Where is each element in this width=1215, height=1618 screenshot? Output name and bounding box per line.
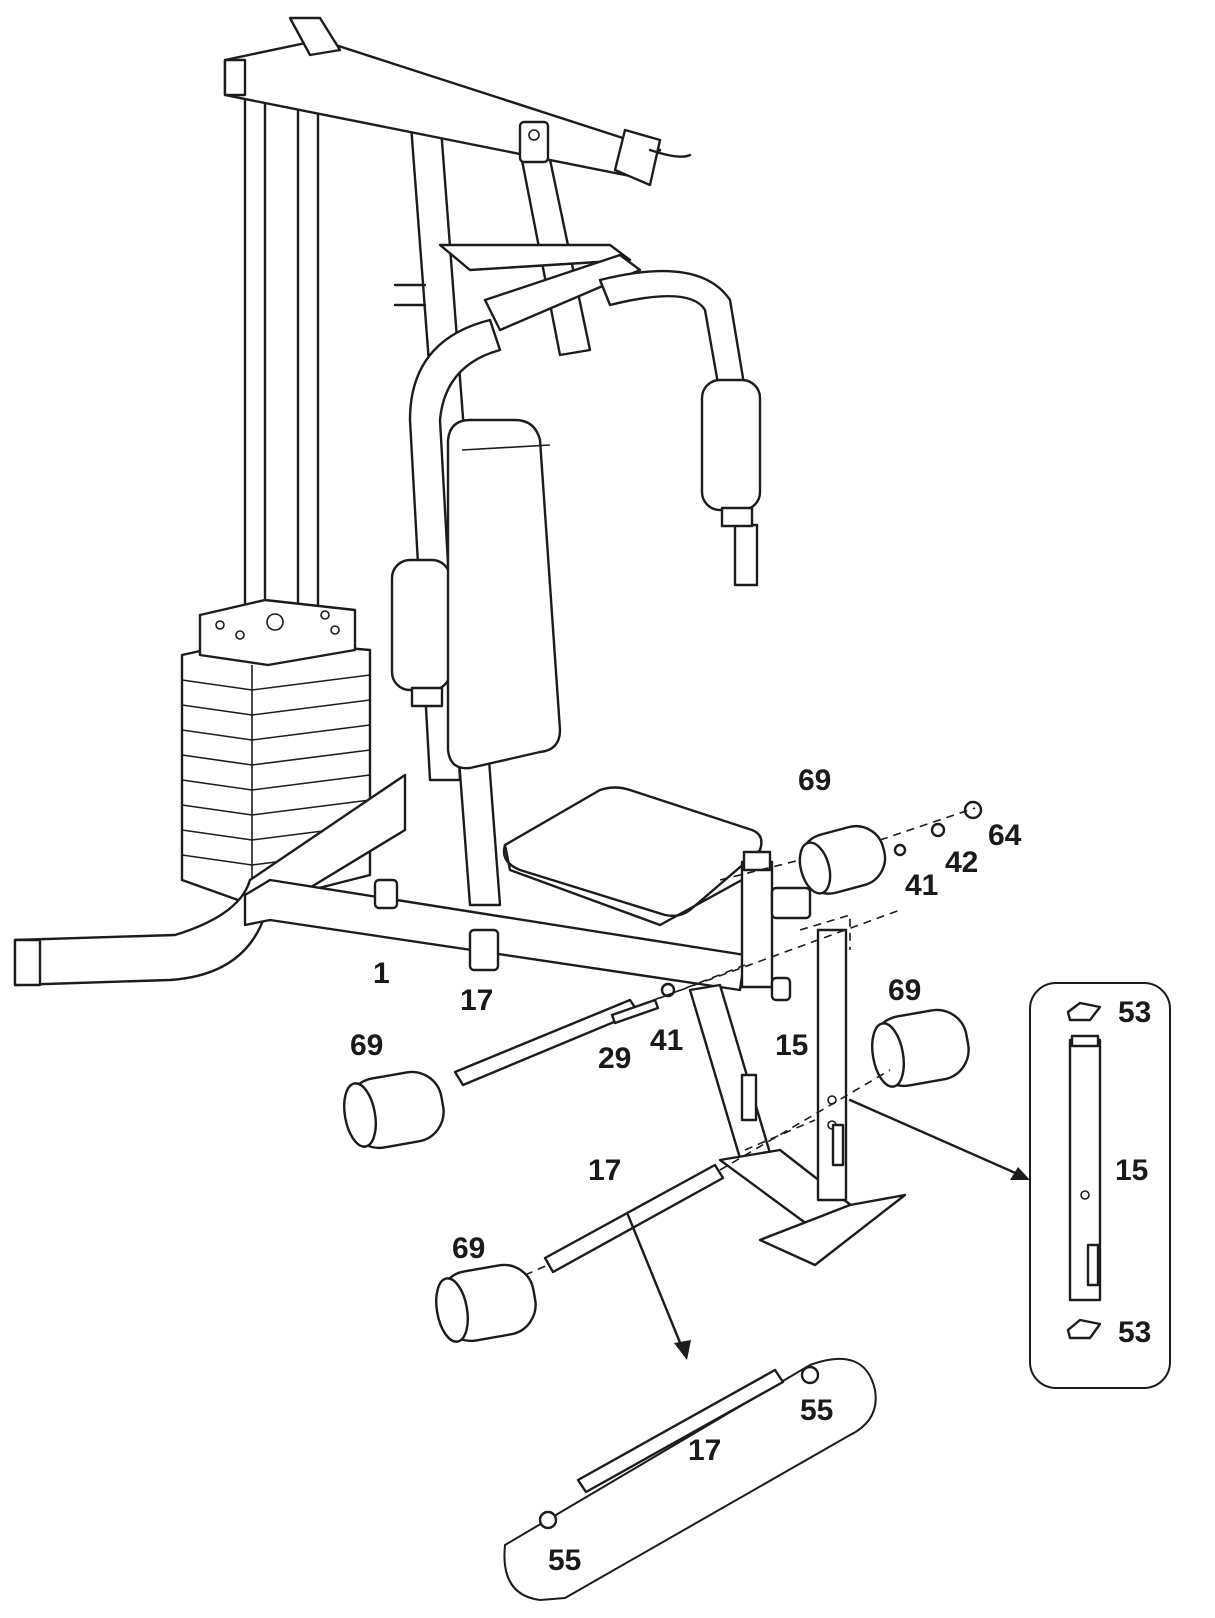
label-part-64: 64 (988, 819, 1022, 852)
front-leg-support (688, 983, 907, 1267)
pec-arm-pad-left (390, 558, 452, 708)
label-part-69-left: 69 (350, 1029, 383, 1062)
label-part-55-left: 55 (548, 1544, 581, 1577)
top-beam (223, 16, 692, 187)
detail-callout-bar (503, 1357, 877, 1602)
label-part-17-main: 17 (460, 984, 493, 1017)
pec-deck-frame (393, 243, 642, 332)
roller-pad-top (798, 824, 887, 895)
label-part-41-lower: 41 (650, 1024, 683, 1057)
label-part-29: 29 (598, 1042, 631, 1075)
assembly-guide-lines (524, 807, 976, 1276)
label-part-15-detail: 15 (1115, 1154, 1148, 1187)
roller-pad-bottom (435, 1263, 537, 1343)
label-part-15-main: 15 (775, 1029, 808, 1062)
weight-stack-guide-rods (243, 73, 320, 667)
label-part-53-bottom: 53 (1118, 1316, 1151, 1349)
label-part-69-bottom: 69 (452, 1232, 485, 1265)
roller-pad-left (343, 1070, 445, 1150)
base-frame (13, 773, 747, 992)
roller-bar-lower (543, 1163, 725, 1274)
washers-and-nuts (660, 800, 983, 998)
detail-callout-tube (1029, 982, 1171, 1389)
label-part-17-detail: 17 (688, 1434, 721, 1467)
seat-pad (502, 786, 763, 927)
roller-pad-right (871, 1008, 970, 1088)
back-pad (446, 418, 562, 770)
upright-tube-15 (816, 928, 848, 1202)
pec-arm-pad-right (700, 378, 762, 528)
label-part-69-right: 69 (888, 974, 921, 1007)
label-part-41-upper: 41 (905, 869, 938, 902)
part-labels: 1 17 17 17 69 69 69 69 41 42 64 29 41 15… (350, 764, 1151, 1577)
label-part-53-top: 53 (1118, 996, 1151, 1029)
label-part-42: 42 (945, 846, 978, 879)
label-part-17-bar: 17 (588, 1154, 621, 1187)
detail-leader-arrows (626, 1098, 1030, 1360)
label-part-55-right: 55 (800, 1394, 833, 1427)
leg-extension-post (740, 850, 812, 1002)
label-part-69-top: 69 (798, 764, 831, 797)
label-part-1: 1 (373, 957, 390, 990)
